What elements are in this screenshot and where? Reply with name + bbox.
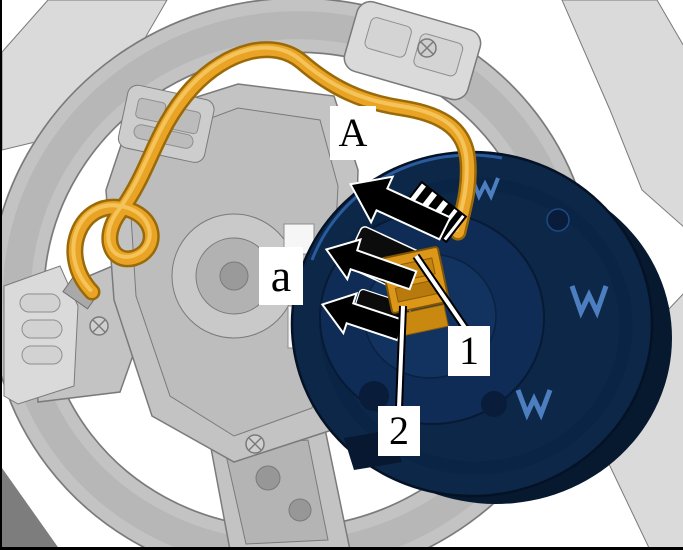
harness-cable: [62, 41, 477, 310]
screw-icon: [245, 434, 265, 454]
hub-plate: [105, 83, 359, 463]
screw-icon: [417, 38, 437, 58]
leader-line-1: [412, 253, 472, 335]
arrow-a-icon: [320, 291, 406, 342]
left-switch-pod: [3, 265, 79, 405]
screw-icon: [89, 316, 109, 336]
spring-clip: [515, 389, 553, 421]
callout-A: A: [330, 106, 376, 160]
callout-1: 1: [448, 326, 490, 376]
callout-2: 2: [378, 406, 420, 456]
leader-line-2: [395, 305, 407, 409]
spring-clip: [569, 285, 609, 319]
arrow-A-primary-icon: [348, 175, 452, 241]
spring-clip: [470, 177, 500, 201]
callout-a: a: [259, 247, 303, 305]
module-bolt: [546, 208, 570, 232]
arrow-A-secondary-icon: [324, 238, 418, 291]
